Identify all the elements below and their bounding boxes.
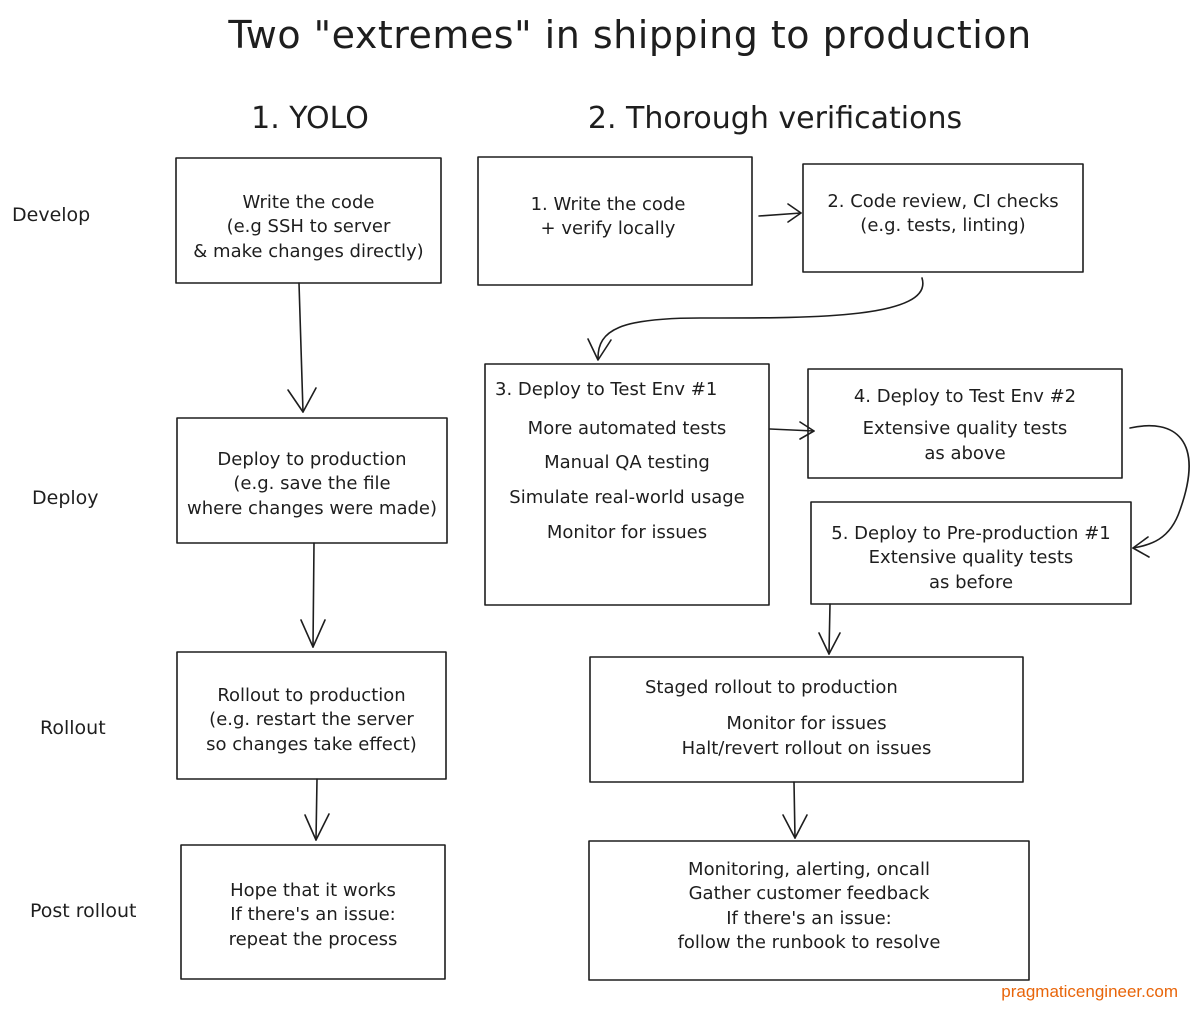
- spacer: [590, 700, 1023, 712]
- box-line: Hope that it works: [230, 880, 396, 901]
- row-label-rollout: Rollout: [40, 717, 106, 739]
- box-line: 5. Deploy to Pre-production #1: [831, 523, 1111, 544]
- box-line: (e.g. tests, linting): [860, 215, 1026, 237]
- thorough-step-6: Staged rollout to production Monitor for…: [590, 676, 1023, 761]
- box-line: 4. Deploy to Test Env #2: [853, 386, 1077, 407]
- yolo-box-deploy: [176, 417, 448, 544]
- box-line: 1. Write the code: [530, 194, 686, 215]
- thorough-box-2: [802, 163, 1084, 273]
- box-line: Manual QA testing: [544, 452, 710, 474]
- box-line: follow the runbook to resolve: [677, 931, 941, 953]
- row-label-deploy: Deploy: [32, 487, 99, 509]
- column-header-thorough: 2. Thorough verifications: [587, 101, 963, 136]
- thorough-step-7: Monitoring, alerting, oncall Gather cust…: [589, 858, 1029, 955]
- arrow-6-to-7: [782, 781, 808, 839]
- yolo-step-rollout: Rollout to production (e.g. restart the …: [177, 684, 446, 757]
- thorough-step-2: 2. Code review, CI checks (e.g. tests, l…: [803, 190, 1083, 239]
- box-line: repeat the process: [228, 928, 398, 950]
- spacer: [485, 439, 769, 453]
- box-line: Deploy to production: [217, 449, 407, 470]
- arrow-2-to-3: [587, 277, 924, 361]
- box-line: More automated tests: [527, 417, 727, 439]
- box-line: (e.g. save the file: [233, 473, 391, 495]
- credit-link[interactable]: pragmaticengineer.com: [1001, 982, 1178, 1001]
- box-line: (e.g. restart the server: [209, 709, 414, 731]
- arrow-3-to-4: [769, 421, 815, 440]
- yolo-box-rollout: [176, 651, 447, 780]
- box-line: (e.g SSH to server: [226, 216, 391, 238]
- arrow-4-to-5: [1129, 424, 1190, 558]
- row-label-develop: Develop: [12, 204, 91, 226]
- box-line: & make changes directly): [193, 240, 424, 262]
- box-line: Extensive quality tests: [868, 547, 1074, 569]
- box-line: Monitor for issues: [546, 521, 708, 543]
- row-label-post-rollout: Post rollout: [30, 900, 137, 922]
- box-line: 2. Code review, CI checks: [827, 191, 1059, 212]
- box-line: If there's an issue:: [726, 907, 892, 929]
- arrow-5-to-6: [818, 603, 841, 655]
- box-line: Monitoring, alerting, oncall: [688, 859, 930, 880]
- box-line: Halt/revert rollout on issues: [681, 737, 932, 759]
- box-line: Extensive quality tests: [862, 418, 1068, 440]
- column-header-yolo: 1. YOLO: [251, 101, 369, 136]
- yolo-box-develop: [175, 157, 442, 284]
- thorough-step-1: 1. Write the code + verify locally: [478, 193, 738, 242]
- box-line: Gather customer feedback: [688, 883, 930, 905]
- box-line: + verify locally: [540, 218, 676, 240]
- box-line: 3. Deploy to Test Env #1: [495, 379, 718, 400]
- thorough-box-1: [477, 156, 753, 286]
- box-line: as above: [924, 442, 1006, 464]
- box-line: Staged rollout to production: [645, 677, 898, 698]
- thorough-box-5: [810, 501, 1132, 605]
- yolo-step-post-rollout: Hope that it works If there's an issue: …: [181, 879, 445, 952]
- thorough-step-4: 4. Deploy to Test Env #2 Extensive quali…: [808, 385, 1122, 466]
- arrow-yolo-2: [300, 542, 326, 648]
- box-line: Write the code: [242, 192, 375, 213]
- box-line: If there's an issue:: [230, 904, 396, 926]
- yolo-step-deploy: Deploy to production (e.g. save the file…: [177, 448, 447, 521]
- box-line: Monitor for issues: [726, 713, 887, 735]
- box-line: Simulate real-world usage: [509, 487, 745, 509]
- thorough-step-5: 5. Deploy to Pre-production #1 Extensive…: [811, 522, 1131, 595]
- page-title: Two "extremes" in shipping to production: [228, 13, 1032, 57]
- thorough-box-4: [807, 368, 1123, 479]
- box-line: as before: [928, 571, 1014, 593]
- thorough-step-3: 3. Deploy to Test Env #1 More automated …: [485, 379, 769, 543]
- arrow-yolo-3: [304, 778, 330, 841]
- thorough-box-3: [484, 363, 770, 606]
- box-line: where changes were made): [186, 497, 438, 519]
- yolo-step-develop: Write the code (e.g SSH to server & make…: [176, 191, 441, 264]
- box-line: so changes take effect): [206, 733, 417, 755]
- arrow-yolo-1: [287, 282, 317, 413]
- spacer: [485, 509, 769, 523]
- spacer: [485, 474, 769, 488]
- yolo-box-post: [180, 844, 446, 980]
- box-line: Rollout to production: [217, 685, 406, 706]
- arrow-1-to-2: [758, 203, 802, 223]
- thorough-box-7: [588, 840, 1030, 981]
- thorough-box-6: [589, 656, 1024, 783]
- spacer: [485, 401, 769, 419]
